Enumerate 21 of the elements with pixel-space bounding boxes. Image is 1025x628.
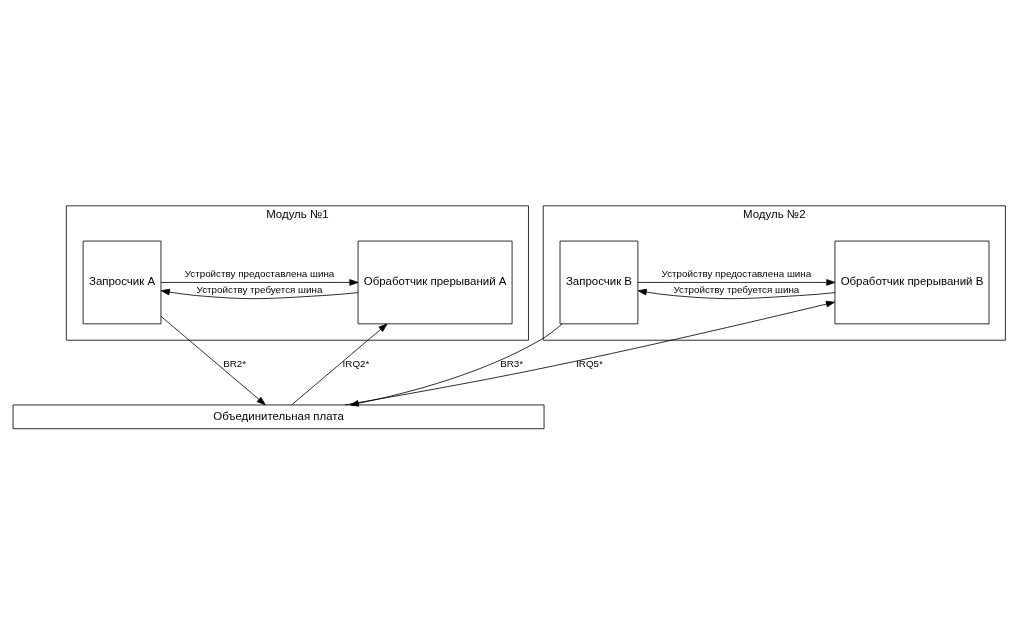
node-box: Запросчик А [82, 240, 162, 325]
arrow [160, 288, 359, 300]
edge-label: Устройству требуется шина [673, 283, 800, 295]
edge-label: IRQ5* [576, 357, 603, 369]
node-box: Обработчик прерываний В [834, 240, 990, 325]
arrow [637, 279, 836, 286]
edge-label: Устройству предоставлена шина [184, 268, 335, 280]
edge-label: BR2* [223, 357, 247, 369]
edge-label: Устройству предоставлена шина [661, 268, 812, 280]
arrow [637, 288, 836, 300]
node-box: Обработчик прерываний А [357, 240, 513, 325]
arrow [160, 316, 266, 406]
node-box: Объединительная плата [12, 404, 545, 430]
edge-label: Устройству требуется шина [196, 283, 323, 295]
edge-label: BR3* [500, 357, 524, 369]
arrow [291, 323, 388, 406]
edge-label: IRQ2* [342, 357, 370, 369]
arrow [349, 323, 563, 407]
arrow [344, 300, 835, 406]
arrow [160, 279, 359, 286]
node-box: Запросчик В [559, 240, 639, 325]
